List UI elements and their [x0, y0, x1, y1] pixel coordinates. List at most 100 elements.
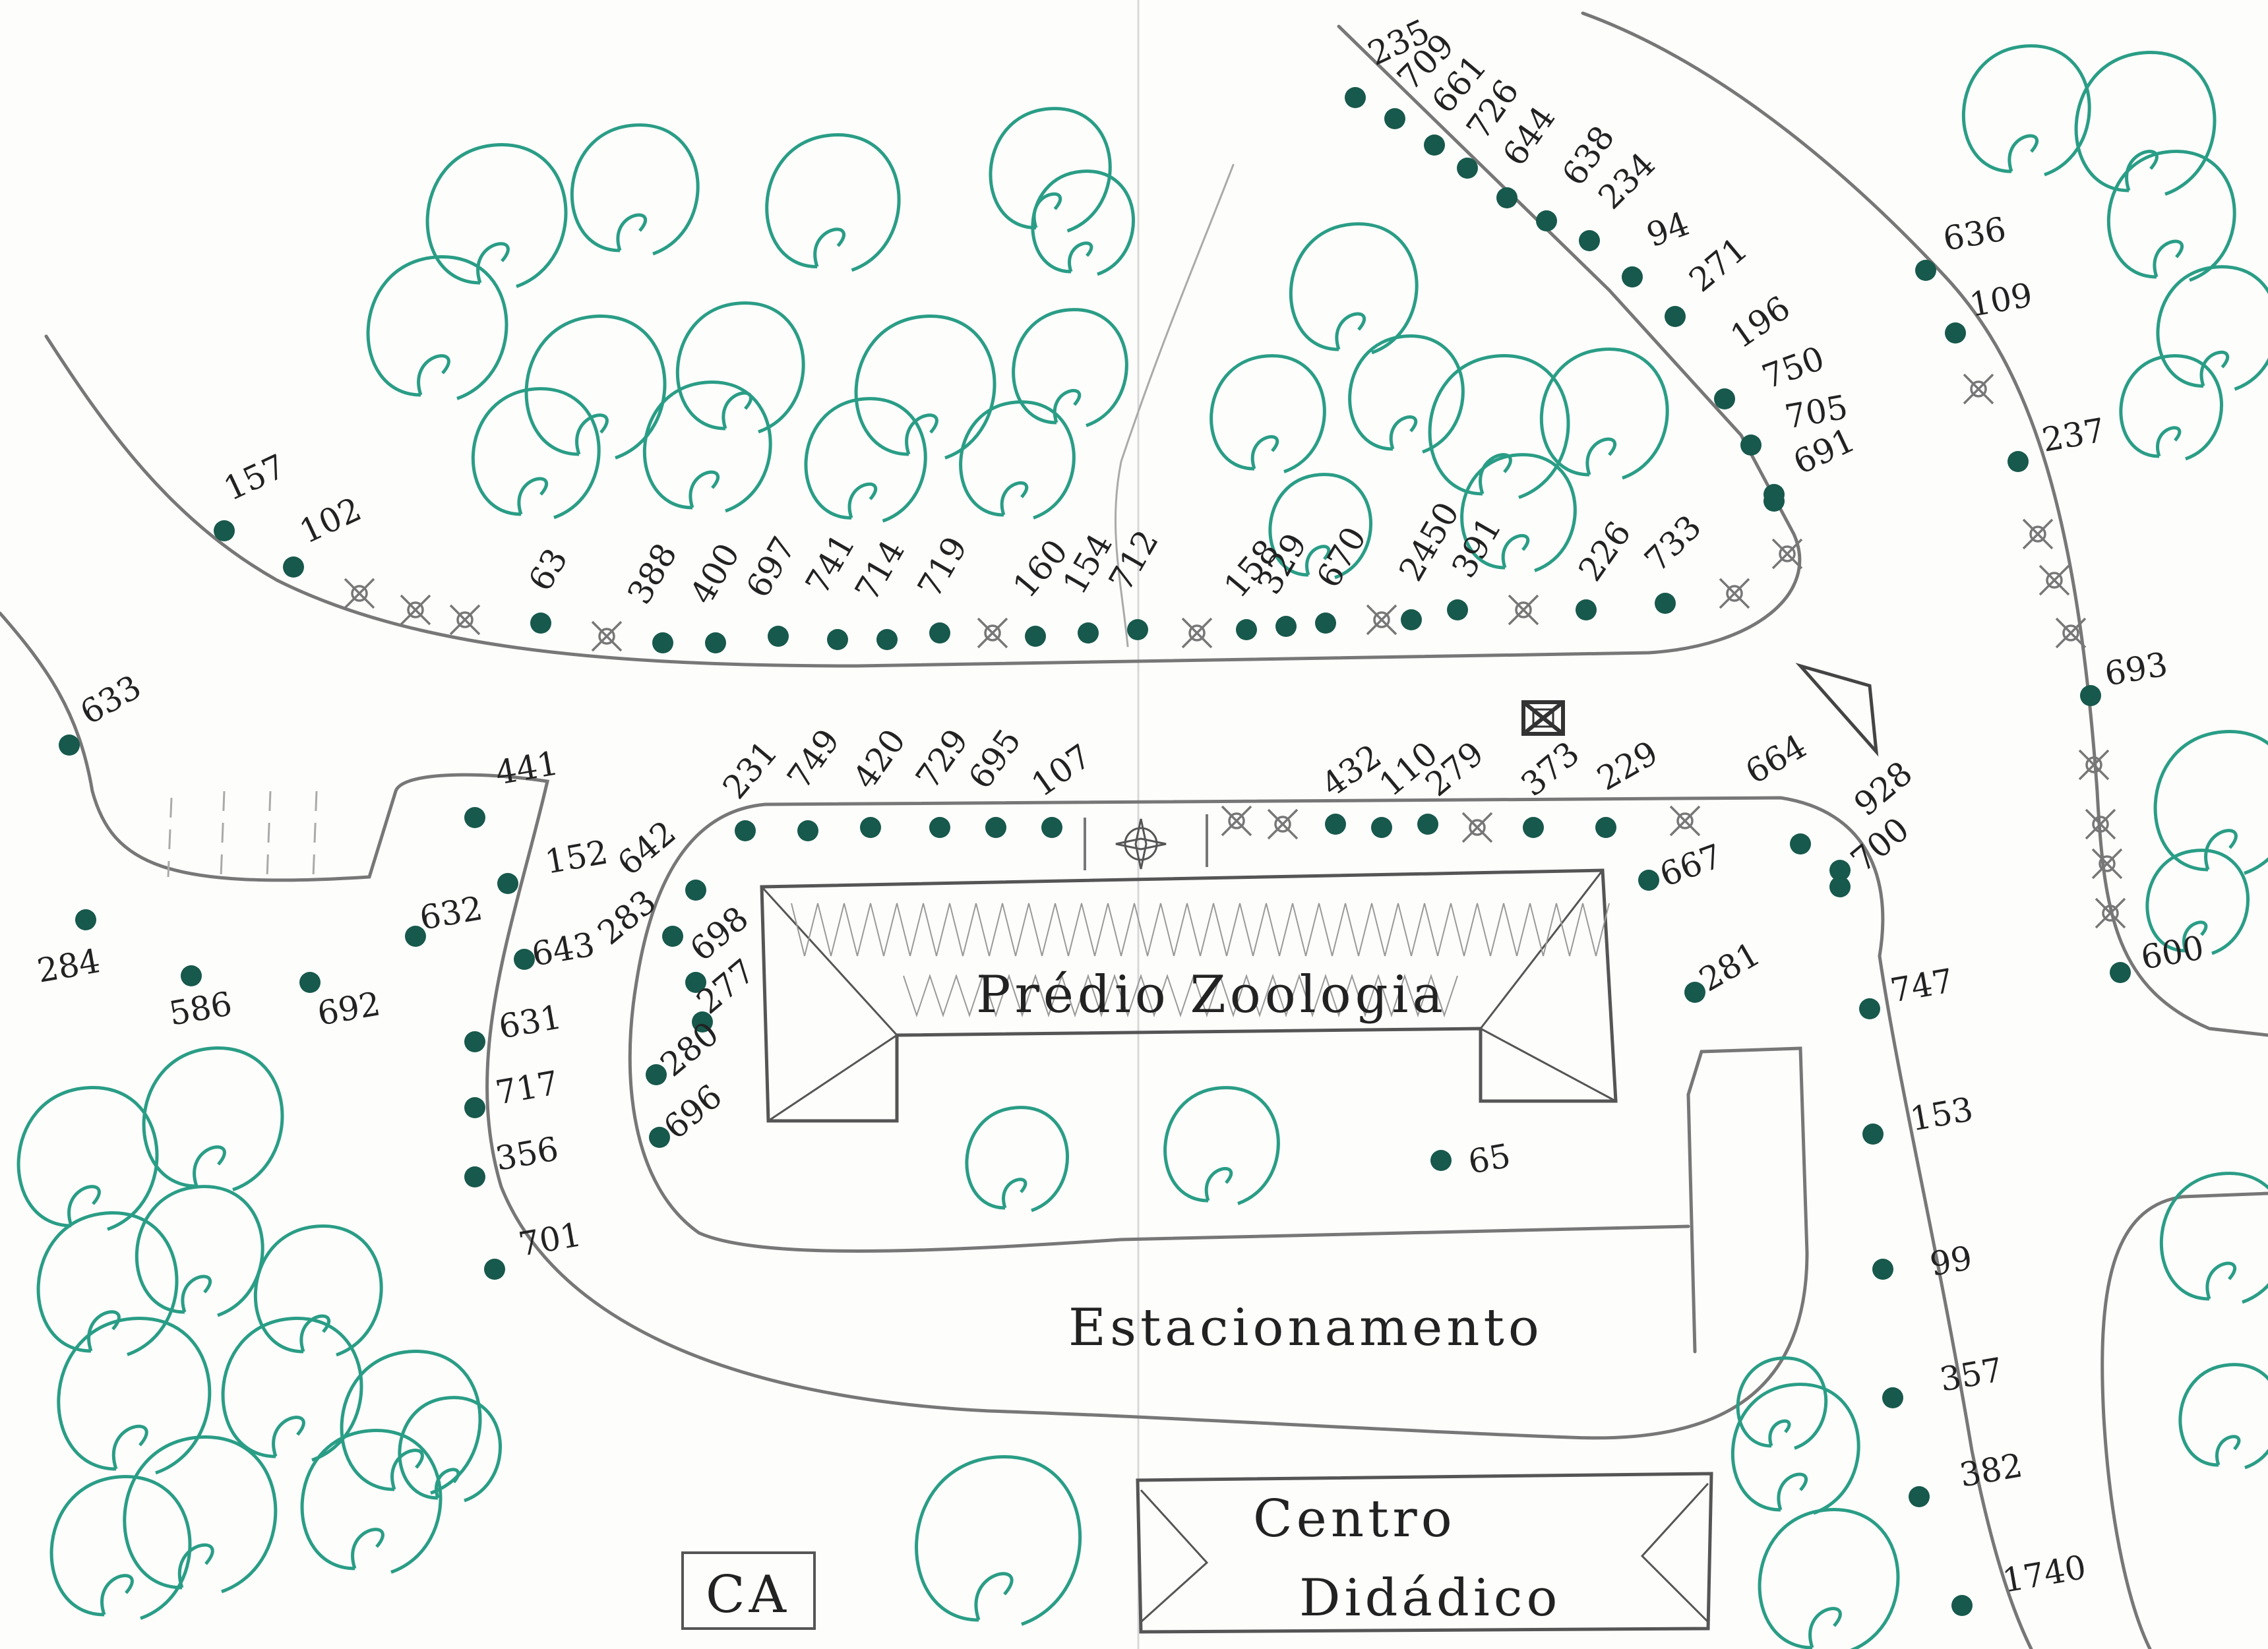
tree-dot-icon: [1457, 158, 1478, 179]
removed-tree-x-icon: [1181, 617, 1213, 649]
tree-canopy-icon: [1348, 334, 1465, 454]
tree-dot-icon: [1430, 1150, 1452, 1171]
tree-id-label: 693: [2102, 645, 2170, 694]
tree-dot-icon: [768, 626, 789, 647]
removed-tree-x-icon: [1366, 604, 1397, 636]
tree-dot-icon: [662, 926, 683, 947]
tree-id-label: 226: [1571, 514, 1638, 587]
removed-tree-x-icon: [344, 578, 375, 609]
tree-canopy-icon: [1289, 222, 1419, 355]
tree-id-label: 698: [683, 899, 755, 969]
tree-dot-icon: [484, 1259, 505, 1280]
tree-dot-icon: [929, 817, 950, 838]
removed-tree-x-icon: [1461, 812, 1493, 843]
removed-tree-x-icon: [2078, 749, 2110, 781]
tree-id-label: 441: [493, 744, 561, 793]
tree-dot-icon: [464, 1166, 485, 1187]
tree-dot-icon: [1859, 998, 1880, 1019]
roads: [0, 11, 2268, 1649]
tree-canopy-icon: [57, 1317, 212, 1475]
tree-dot-icon: [464, 807, 485, 828]
tree-id-label: 102: [294, 490, 367, 551]
tree-id-label: 283: [590, 882, 663, 952]
tree-id-label: 231: [716, 733, 785, 806]
tree-canopy-icon: [524, 315, 667, 460]
tree-dot-icon: [1371, 817, 1392, 838]
tree-id-label: 733: [1637, 508, 1708, 579]
tree-canopy-icon: [765, 133, 901, 272]
road-north-edge: [44, 24, 1802, 668]
parking-label: Estacionamento: [1068, 1298, 1543, 1358]
tree-dot-icon: [1401, 609, 1422, 630]
tree-dot-icon: [860, 817, 881, 838]
ca-label: CA: [706, 1565, 790, 1625]
tree-dot-icon: [1345, 87, 1366, 108]
tree-dot-icon: [1236, 619, 1257, 640]
tree-id-label: 729: [908, 722, 975, 795]
tree-canopy-icon: [1012, 308, 1128, 427]
tree-points: [59, 87, 2131, 1616]
tree-canopy-icon: [2119, 354, 2224, 461]
tree-dot-icon: [1315, 613, 1336, 634]
tree-canopy-icon: [2178, 1363, 2268, 1470]
boxed-x-icon: [1521, 700, 1565, 736]
tree-canopy-icon: [142, 1046, 284, 1191]
building-centro-didadico: Centro Didádico: [1136, 1472, 1713, 1634]
tree-canopy-icon: [854, 315, 996, 460]
tree-dot-icon: [1665, 306, 1686, 327]
road-far-east-inner: [2100, 1191, 2268, 1649]
tree-dot-icon: [1025, 626, 1046, 647]
tree-canopy-icon: [300, 1429, 443, 1574]
parking-stalls: [167, 791, 318, 878]
tree-canopy-icon: [1031, 169, 1136, 276]
tree-dot-icon: [1882, 1387, 1903, 1408]
tree-dot-icon: [1417, 814, 1438, 835]
tree-canopy-icon: [965, 1106, 1070, 1213]
tree-canopy-icon: [915, 1455, 1082, 1626]
tree-dot-icon: [464, 1031, 485, 1052]
tree-id-label: 279: [1418, 734, 1490, 804]
tree-canopy-icon: [135, 1185, 264, 1317]
tree-dot-icon: [1915, 260, 1936, 281]
tree-canopy-icon: [425, 143, 568, 288]
tree-dot-icon: [1576, 599, 1597, 620]
tree-canopy-icon: [570, 123, 700, 256]
tree-dot-icon: [692, 1011, 713, 1033]
tree-id-label: 747: [1887, 961, 1956, 1010]
tree-canopy-icon: [366, 255, 508, 400]
tree-canopy-icon: [675, 301, 805, 434]
tree-canopy-icon: [2074, 51, 2217, 196]
removed-tree-x-icon: [1267, 808, 1299, 840]
tree-dot-icon: [181, 965, 202, 986]
tree-dot-icon: [1638, 870, 1659, 891]
tree-canopy-icon: [804, 397, 927, 523]
tree-dot-icon: [876, 629, 898, 650]
tree-dot-icon: [649, 1127, 670, 1148]
tree-dot-icon: [1127, 619, 1148, 640]
tree-id-label: 633: [74, 667, 148, 732]
tree-canopy-icon: [49, 1475, 192, 1620]
tree-id-label: 586: [166, 984, 235, 1033]
tree-canopy-icon: [471, 387, 601, 520]
tree-dot-icon: [1595, 817, 1616, 838]
tree-dot-icon: [1622, 266, 1643, 287]
tree-dot-icon: [1655, 593, 1676, 614]
tree-id-label: 749: [780, 722, 847, 795]
tree-id-label: 277: [689, 951, 762, 1021]
tree-canopy-icon: [1961, 44, 2091, 177]
tree-dot-icon: [1872, 1259, 1893, 1280]
tree-canopy-icon: [1163, 1086, 1280, 1205]
tree-dot-icon: [1714, 388, 1735, 409]
tree-dot-icon: [530, 613, 551, 634]
tree-dot-icon: [1829, 860, 1851, 881]
tree-dot-icon: [283, 556, 304, 578]
tree-dot-icon: [985, 817, 1006, 838]
tree-id-label: 2450: [1392, 496, 1467, 587]
removed-tree-x-icon: [2095, 897, 2126, 929]
tree-dot-icon: [827, 629, 848, 650]
removed-tree-x-icon: [2055, 617, 2087, 649]
removed-tree-x-icon: [1508, 594, 1539, 626]
removed-tree-x-icon: [1221, 805, 1252, 837]
tree-canopy-icon: [1539, 347, 1669, 480]
tree-id-label: 284: [34, 942, 103, 990]
